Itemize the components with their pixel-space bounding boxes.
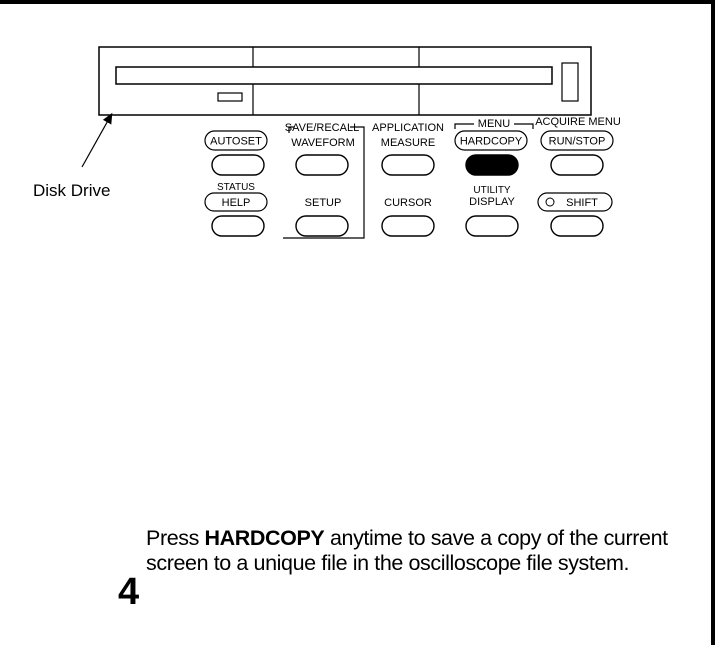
waveform-button[interactable] (295, 154, 349, 176)
save-recall-bracket (283, 126, 365, 239)
instruction-text-after: anytime to save a copy of the current sc… (146, 526, 668, 575)
cursor-button[interactable] (381, 215, 435, 237)
disk-drive-arrow (81, 112, 113, 168)
setup-button[interactable] (295, 215, 349, 237)
setup-label: SETUP (305, 197, 342, 209)
measure-button[interactable] (381, 154, 435, 176)
help-button[interactable] (211, 215, 265, 237)
help-label-frame (204, 192, 268, 212)
hardcopy-button-highlighted[interactable] (465, 154, 519, 176)
frame-top-border (0, 0, 713, 4)
instruction-text-before: Press (146, 526, 205, 550)
autoset-label-frame (204, 130, 268, 151)
help-label: HELP (222, 197, 251, 209)
autoset-button[interactable] (211, 154, 265, 176)
disk-slot (115, 66, 553, 85)
disk-activity-light (217, 92, 243, 102)
disk-drive-label: Disk Drive (33, 181, 110, 200)
run-stop-button[interactable] (550, 154, 604, 176)
instruction-text: Press HARDCOPY anytime to save a copy of… (146, 526, 696, 576)
menu-label: MENU (478, 118, 510, 130)
shift-button[interactable] (550, 215, 604, 237)
step-number: 4 (118, 571, 140, 613)
hardcopy-label-frame (454, 130, 528, 151)
autoset-label: AUTOSET (210, 136, 262, 148)
front-panel-diagram: Disk Drive AUTOSET STATUS HELP SAVE/RECA… (33, 46, 621, 239)
display-button[interactable] (465, 215, 519, 237)
disk-eject-button (561, 62, 579, 102)
display-label: DISPLAY (469, 196, 515, 208)
menu-bracket (454, 123, 534, 129)
run-stop-label-frame (540, 130, 614, 151)
frame-right-border (711, 0, 715, 645)
application-label: APPLICATION (372, 122, 444, 134)
shift-label-frame (537, 192, 613, 212)
shift-label: SHIFT (566, 197, 598, 209)
waveform-label: WAVEFORM (291, 137, 355, 149)
shift-indicator-light (545, 197, 555, 207)
disk-drive (98, 46, 592, 116)
utility-label: UTILITY (473, 185, 511, 196)
save-recall-label: SAVE/RECALL (285, 122, 359, 134)
cursor-label: CURSOR (384, 197, 432, 209)
acquire-menu-label: ACQUIRE MENU (535, 116, 621, 128)
measure-label: MEASURE (381, 137, 435, 149)
instruction-highlight: HARDCOPY (204, 526, 325, 550)
run-stop-label: RUN/STOP (549, 136, 606, 148)
hardcopy-label: HARDCOPY (460, 136, 523, 148)
status-label: STATUS (217, 182, 255, 193)
